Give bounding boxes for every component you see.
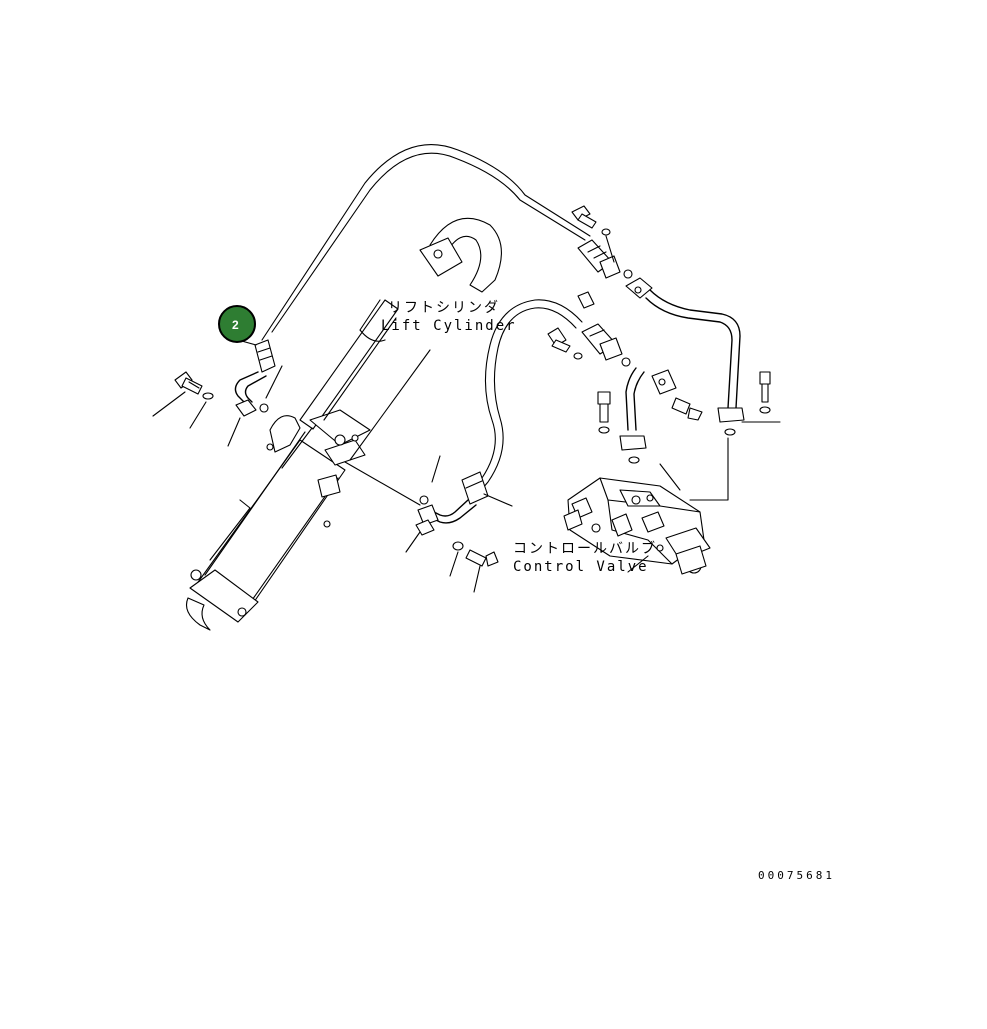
control-valve-label-jp: コントロールバルブ (513, 540, 657, 557)
callout-2[interactable]: 2 (218, 305, 256, 343)
callout-circle[interactable] (218, 305, 256, 343)
control-valve-label-en: Control Valve (513, 559, 649, 575)
control-valve (563, 477, 711, 575)
lift-cylinder (185, 217, 502, 631)
lift-cylinder-label-en: Lift Cylinder (381, 318, 517, 334)
right-lower-fitting-group (547, 323, 703, 491)
lift-cylinder-label-jp: リフトシリンダ (388, 300, 500, 316)
lower-hose (469, 299, 583, 497)
left-fitting-group (152, 339, 283, 447)
upper-hose (261, 143, 591, 341)
right-upper-fitting-group (571, 205, 781, 501)
document-number: 00075681 (758, 869, 835, 882)
lower-fitting-group (344, 455, 513, 593)
callout-number[interactable]: 2 (232, 318, 239, 332)
lift-cylinder-leaders (323, 299, 431, 461)
